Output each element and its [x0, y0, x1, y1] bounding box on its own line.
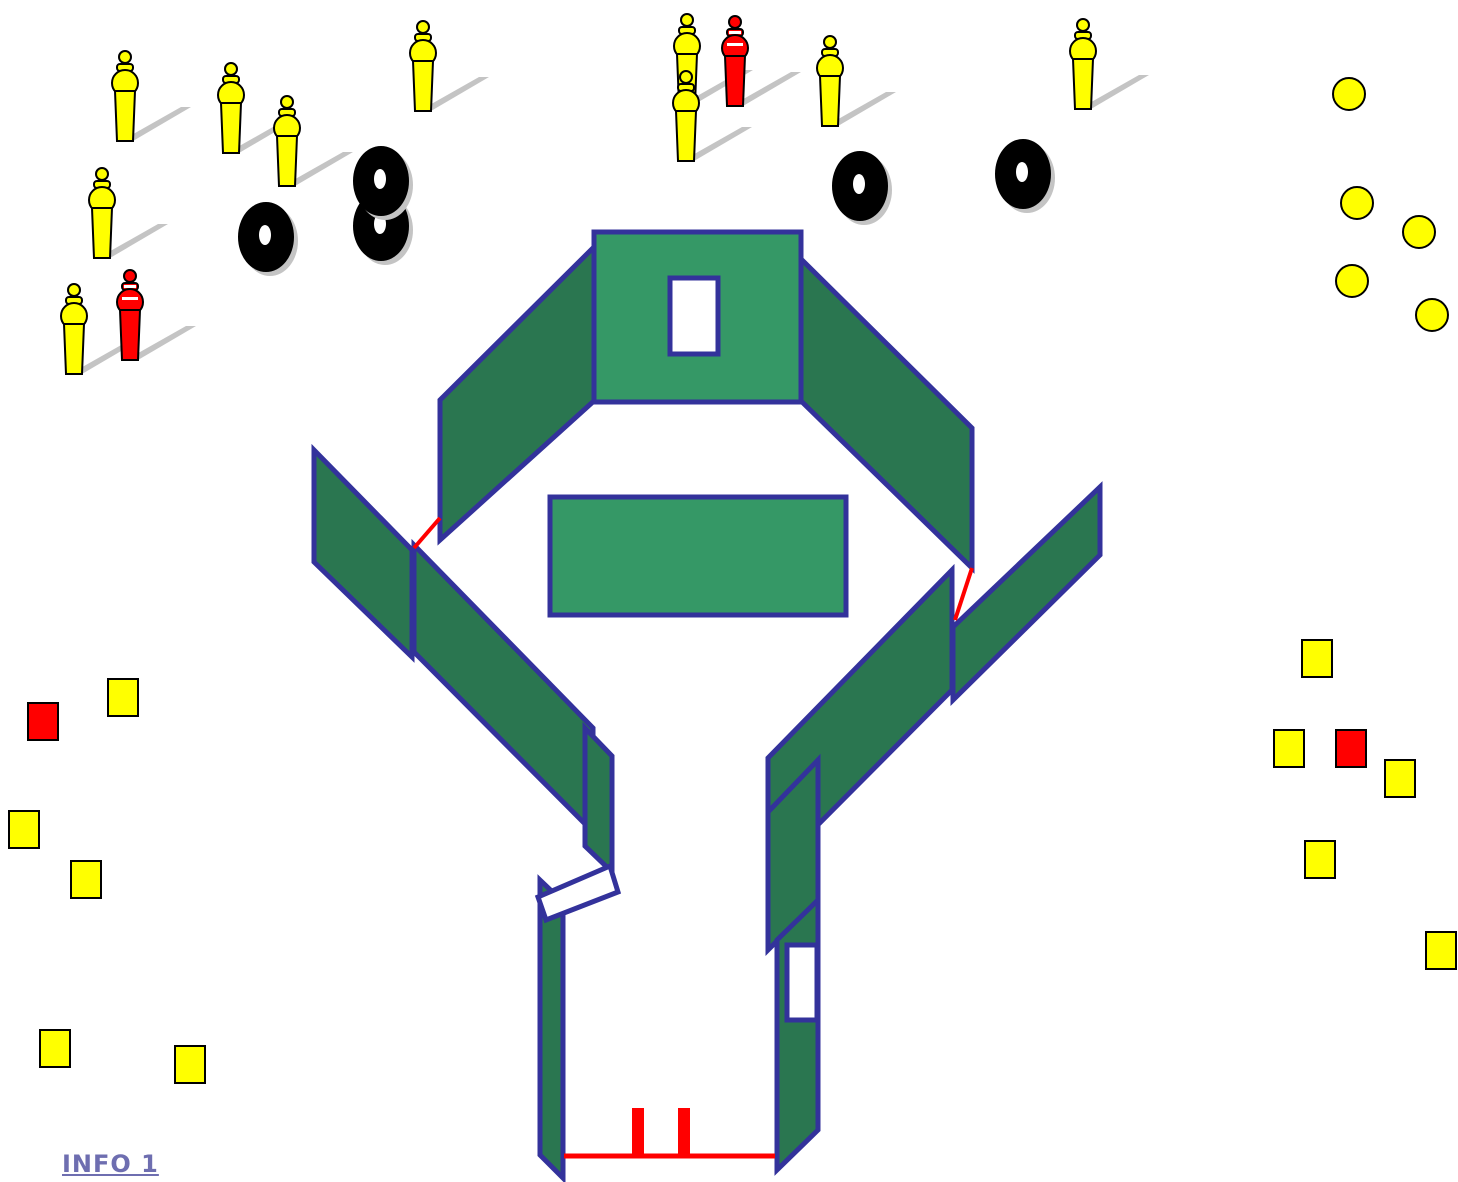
balls-group — [1332, 77, 1449, 332]
block-icon — [70, 860, 102, 899]
tire-icon — [238, 202, 298, 276]
block-icon — [39, 1029, 71, 1068]
block-red-icon — [27, 702, 59, 741]
wall-left-flap — [311, 443, 415, 663]
red-line-left — [412, 516, 442, 550]
figure-red-icon — [721, 15, 802, 107]
block-icon — [1304, 840, 1336, 879]
block-icon — [107, 678, 139, 717]
figure-icon — [816, 35, 897, 127]
wall-right-corridor — [774, 894, 821, 1176]
ball-icon — [1340, 186, 1374, 220]
block-red-icon — [1335, 729, 1367, 768]
ball-icon — [1335, 264, 1369, 298]
left-gate — [534, 862, 622, 924]
blocks-group — [8, 639, 1457, 1084]
block-icon — [1273, 729, 1305, 768]
red-markings — [412, 516, 974, 1159]
figure-icon — [273, 95, 354, 187]
ball-icon — [1332, 77, 1366, 111]
wall-left-post — [582, 721, 615, 878]
course — [311, 229, 1103, 1182]
figure-icon — [111, 50, 192, 142]
block-icon — [1301, 639, 1333, 678]
block-icon — [1425, 931, 1457, 970]
tire-icon — [995, 139, 1055, 213]
block-icon — [174, 1045, 206, 1084]
ball-icon — [1415, 298, 1449, 332]
red-line-right — [953, 567, 974, 621]
tire-icon — [832, 151, 892, 225]
block-icon — [8, 810, 40, 849]
finish-post — [632, 1108, 644, 1156]
ball-icon — [1402, 215, 1436, 249]
info-link[interactable]: INFO 1 — [62, 1150, 159, 1178]
wall-left-corridor — [537, 874, 566, 1182]
figure-red-icon — [116, 269, 197, 361]
block-icon — [1384, 759, 1416, 798]
center-block — [547, 494, 849, 618]
figure-icon — [409, 20, 490, 112]
right-window — [784, 942, 820, 1023]
figure-icon — [1069, 18, 1150, 110]
finish-post — [678, 1108, 690, 1156]
wall-right-flap — [950, 481, 1103, 706]
figure-icon — [88, 167, 169, 259]
top-window — [667, 275, 721, 357]
